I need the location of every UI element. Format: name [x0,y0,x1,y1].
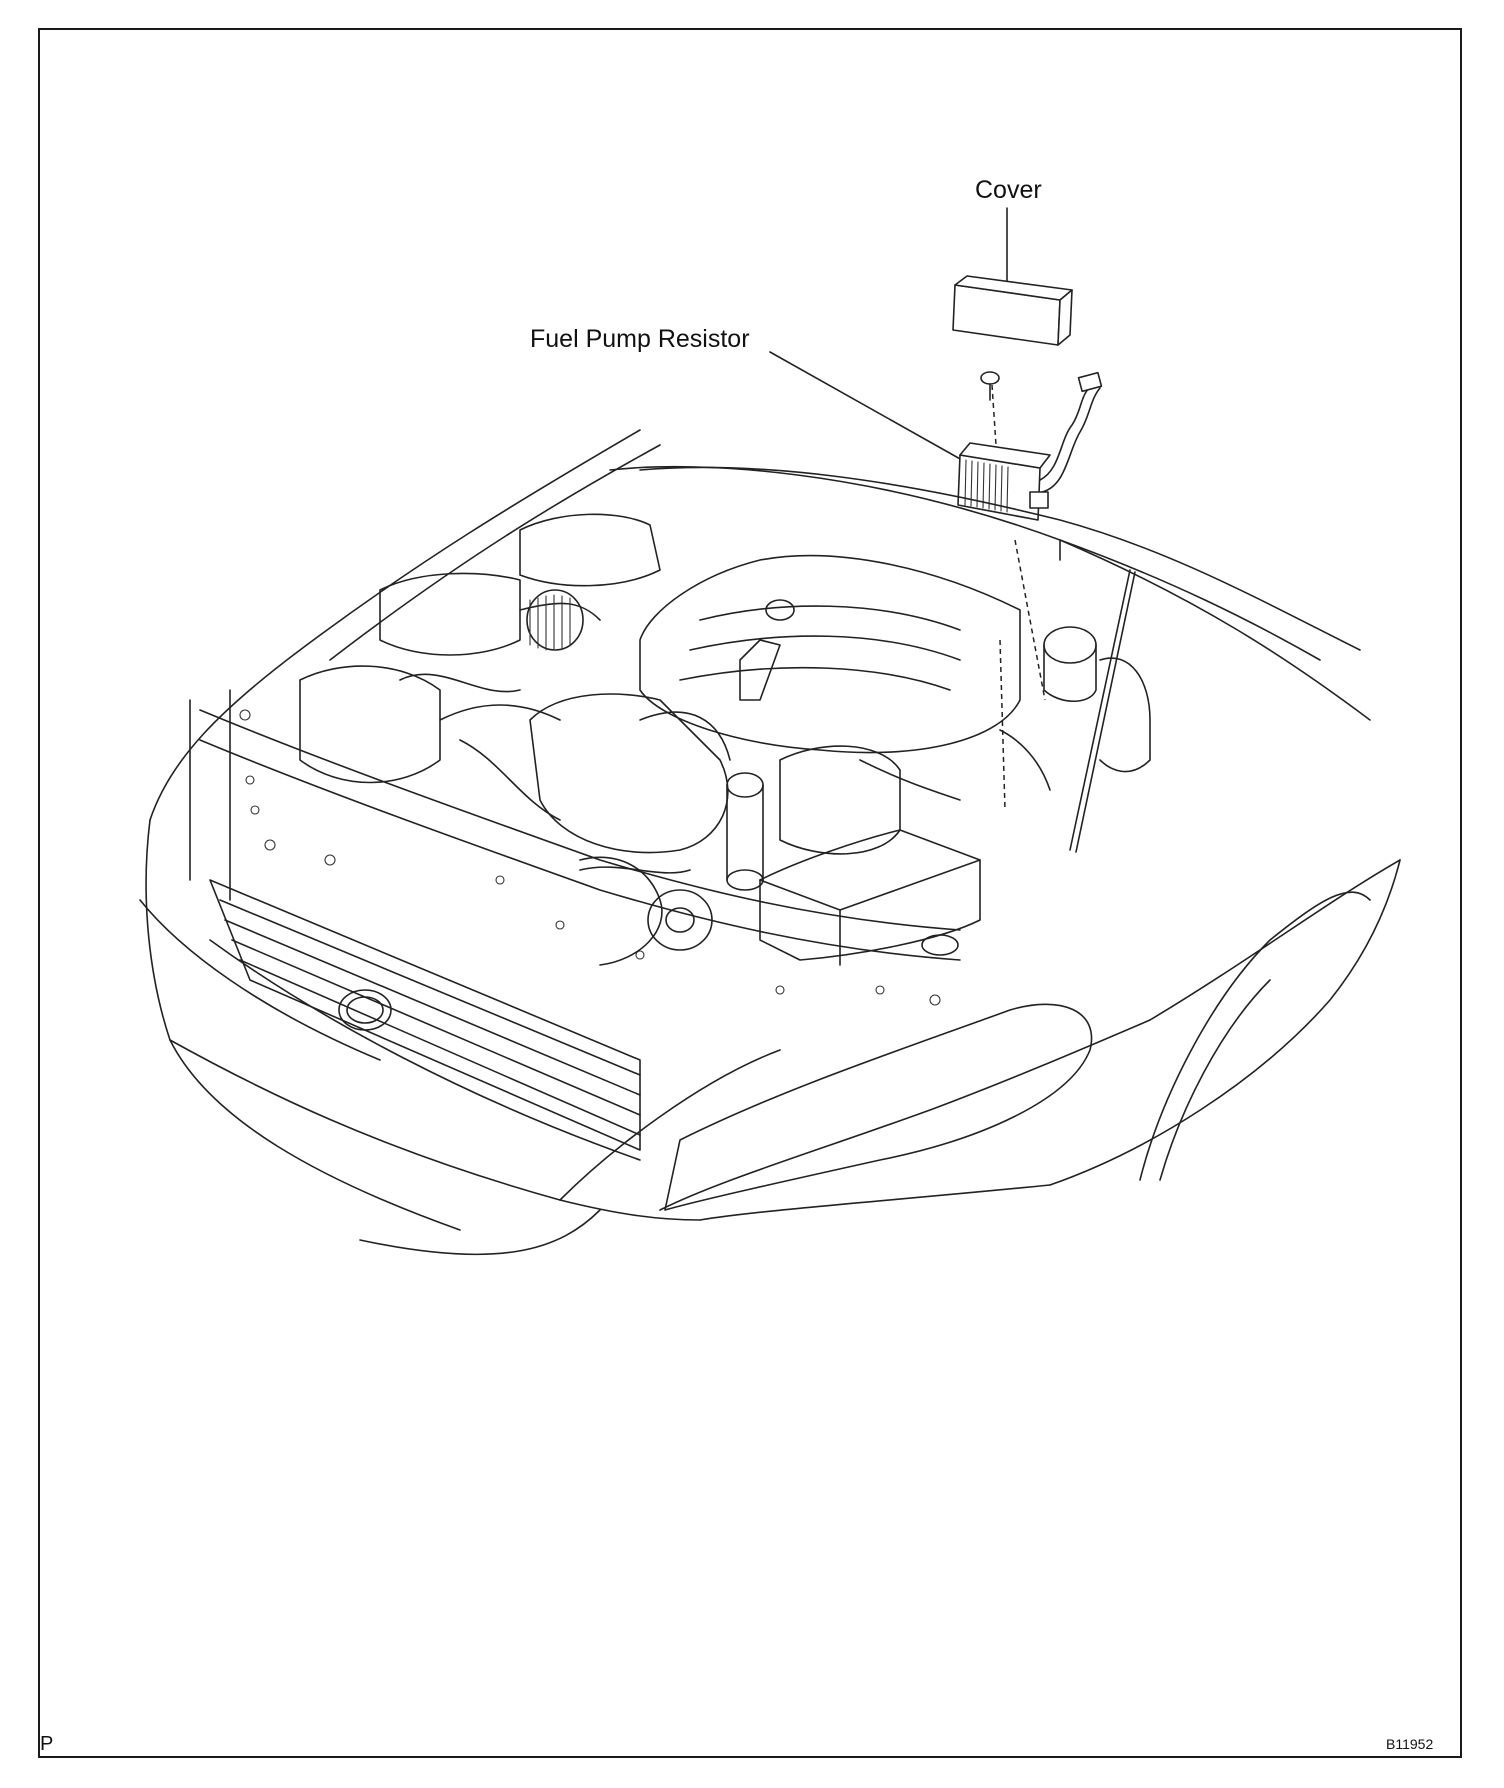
fuel-pump-resistor-label: Fuel Pump Resistor [530,325,750,353]
leader-lines [769,207,1046,811]
diagram-frame [38,28,1462,1758]
reservoir-right [1043,626,1151,773]
engine-cover [639,554,1021,754]
assembly-dashed-line-lower [1014,539,1046,701]
assembly-dashed-line-mount [999,639,1006,811]
figure-code: B11952 [1386,1736,1434,1752]
resistor-leader-line [769,351,963,461]
car-body-outline [139,429,1401,1256]
bolt-part [980,371,1000,401]
corner-mark: P [40,1733,54,1755]
hoses [399,673,1051,966]
radiator-support [189,689,961,1006]
air-intake [299,513,661,784]
grille [209,879,641,1151]
headlight [664,1003,1093,1211]
cover-part [952,275,1073,346]
assembly-dashed-line-upper [991,384,997,446]
fuel-pump-resistor-part [957,371,1103,521]
cover-label: Cover [975,176,1042,204]
hood-prop-rod [1069,569,1136,853]
fuse-box [759,829,981,966]
